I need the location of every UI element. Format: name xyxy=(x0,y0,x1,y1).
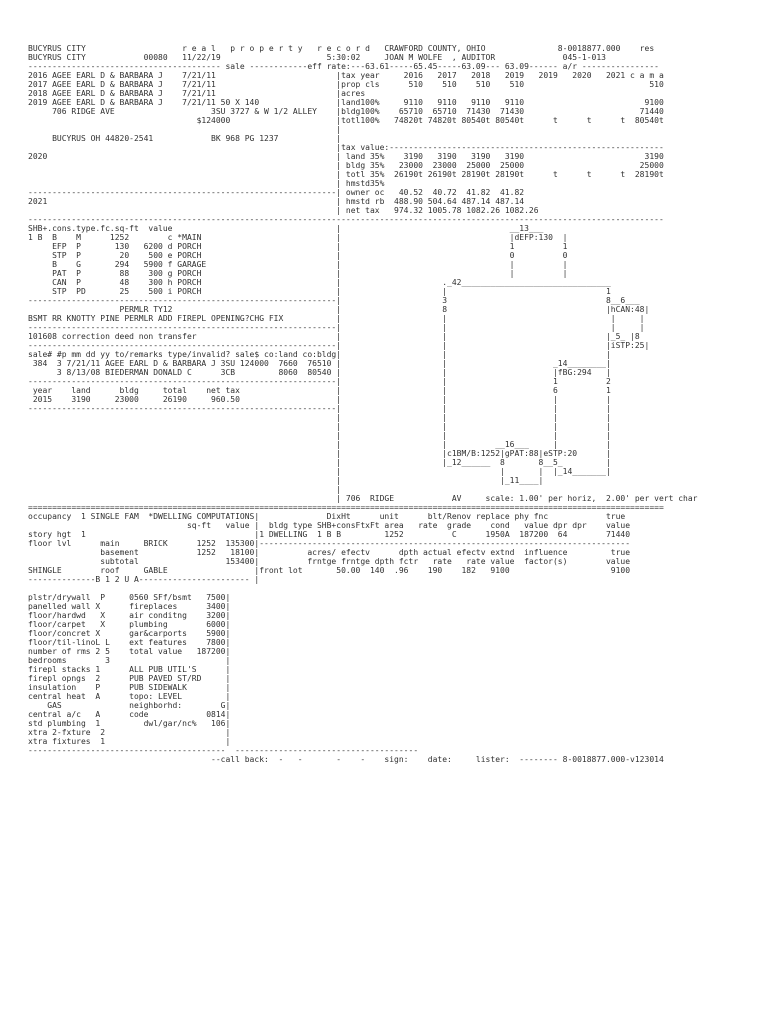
tax-valuation-table: 2016 AGEE EARL D & BARBARA J 7/21/11 |ta… xyxy=(28,71,664,224)
construction-sales-and-sketch: SHB+.cons.type.fc.sq-ft value | __13___ … xyxy=(28,224,698,512)
property-record-document: BUCYRUS CITY r e a l p r o p e r t y r e… xyxy=(28,44,697,764)
report-header: BUCYRUS CITY r e a l p r o p e r t y r e… xyxy=(28,44,659,71)
dwelling-computations: occupancy 1 SINGLE FAM *DWELLING COMPUTA… xyxy=(28,512,664,764)
